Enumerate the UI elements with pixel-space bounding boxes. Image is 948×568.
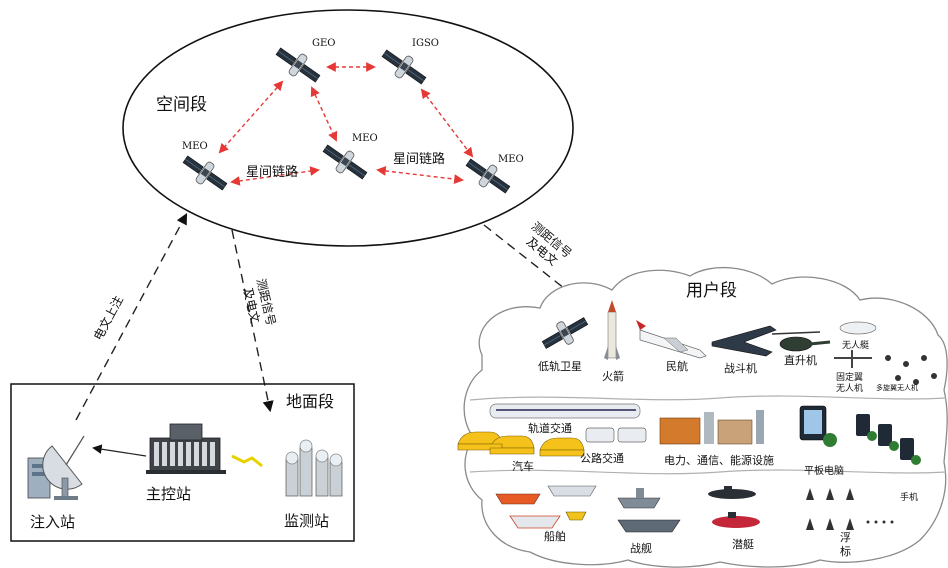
tablet-icon — [799, 405, 837, 447]
tablet-label: 平板电脑 — [804, 464, 844, 477]
satellite-geo-label: GEO — [312, 38, 336, 49]
satellite-igso-icon — [376, 42, 432, 92]
satellite-meo-center-label: MEO — [352, 133, 378, 144]
fighter-jet-icon — [711, 325, 777, 357]
warship-icon — [617, 488, 681, 533]
ship-label: 船舶 — [544, 529, 566, 543]
drone-airship-label: 无人艇 — [842, 339, 869, 351]
monitoring-station-icon — [231, 439, 343, 497]
submarine-icon — [708, 486, 760, 528]
injection-station-label: 注入站 — [30, 513, 75, 531]
multi-rotor-drone-icon — [885, 355, 937, 385]
inter-satellite-link-left-label: 星间链路 — [246, 164, 298, 180]
buoy-icon — [806, 488, 894, 530]
satellite-igso-label: IGSO — [412, 38, 439, 49]
airship-icon — [839, 321, 877, 335]
inter-satellite-links — [218, 62, 474, 186]
airliner-icon — [636, 320, 707, 359]
energy-facility-icon — [659, 410, 764, 445]
satellite-meo-left-icon — [177, 148, 233, 198]
rocket-label: 火箭 — [602, 369, 624, 383]
rail-transit-label: 轨道交通 — [528, 421, 572, 435]
ship-icon — [495, 485, 597, 529]
master-control-station-label: 主控站 — [146, 485, 191, 503]
leo-satellite-label: 低轨卫星 — [538, 359, 582, 373]
fixed-wing-label-2: 无人机 — [836, 382, 863, 394]
satellite-meo-left-label: MEO — [182, 141, 208, 152]
ground-segment: 地面段 注入站 主控站 — [10, 383, 355, 542]
downlink-arrow — [231, 229, 274, 413]
road-transit-label: 公路交通 — [580, 451, 624, 465]
user-segment-title: 用户段 — [686, 281, 737, 301]
bus-icon — [585, 427, 647, 443]
user-segment: 用户段 低轨卫星 火箭 民航 战斗机 直升机 无人艇 — [457, 266, 948, 568]
space-segment-title: 空间段 — [156, 95, 207, 115]
space-segment: 空间段 GEO IGSO MEO MEO MEO 星间链路 星间链路 — [122, 9, 574, 247]
car-label: 汽车 — [512, 459, 534, 473]
train-icon — [489, 403, 641, 419]
master-control-station-icon — [146, 423, 226, 474]
phone-label: 手机 — [900, 491, 918, 503]
satellite-meo-center-icon — [317, 137, 373, 187]
ground-space-links — [75, 213, 576, 421]
buoy-label-1: 浮 — [840, 531, 851, 544]
helicopter-icon — [771, 331, 831, 352]
space-segment-ellipse — [122, 9, 574, 247]
user-divider-1 — [469, 395, 947, 401]
uplink-arrow — [75, 213, 188, 421]
submarine-label: 潜艇 — [732, 537, 754, 551]
phone-icon — [856, 414, 921, 465]
fixed-wing-label-1: 固定翼 — [836, 371, 863, 383]
fighter-label: 战斗机 — [724, 361, 757, 375]
warship-label: 战舰 — [630, 541, 652, 555]
helicopter-label: 直升机 — [784, 353, 817, 367]
control-to-injection-arrow — [92, 444, 147, 457]
user-divider-2 — [469, 469, 947, 475]
cars-icon — [457, 431, 585, 457]
fixed-wing-drone-icon — [834, 350, 872, 368]
uplink-message-label: 电文上注 — [90, 293, 126, 342]
civil-aviation-label: 民航 — [666, 359, 688, 373]
ground-segment-title: 地面段 — [286, 392, 334, 411]
energy-facility-label: 电力、通信、能源设施 — [664, 453, 774, 467]
inter-satellite-link-right-label: 星间链路 — [393, 151, 445, 167]
user-link-arrow — [483, 224, 576, 298]
satellite-meo-right-label: MEO — [498, 154, 524, 165]
injection-station-icon — [27, 435, 85, 500]
monitoring-station-label: 监测站 — [284, 512, 329, 530]
ground-segment-box — [10, 383, 355, 542]
multi-rotor-label: 多旋翼无人机 — [876, 383, 918, 392]
buoy-label-2: 标 — [840, 544, 851, 558]
rocket-icon — [604, 300, 620, 360]
